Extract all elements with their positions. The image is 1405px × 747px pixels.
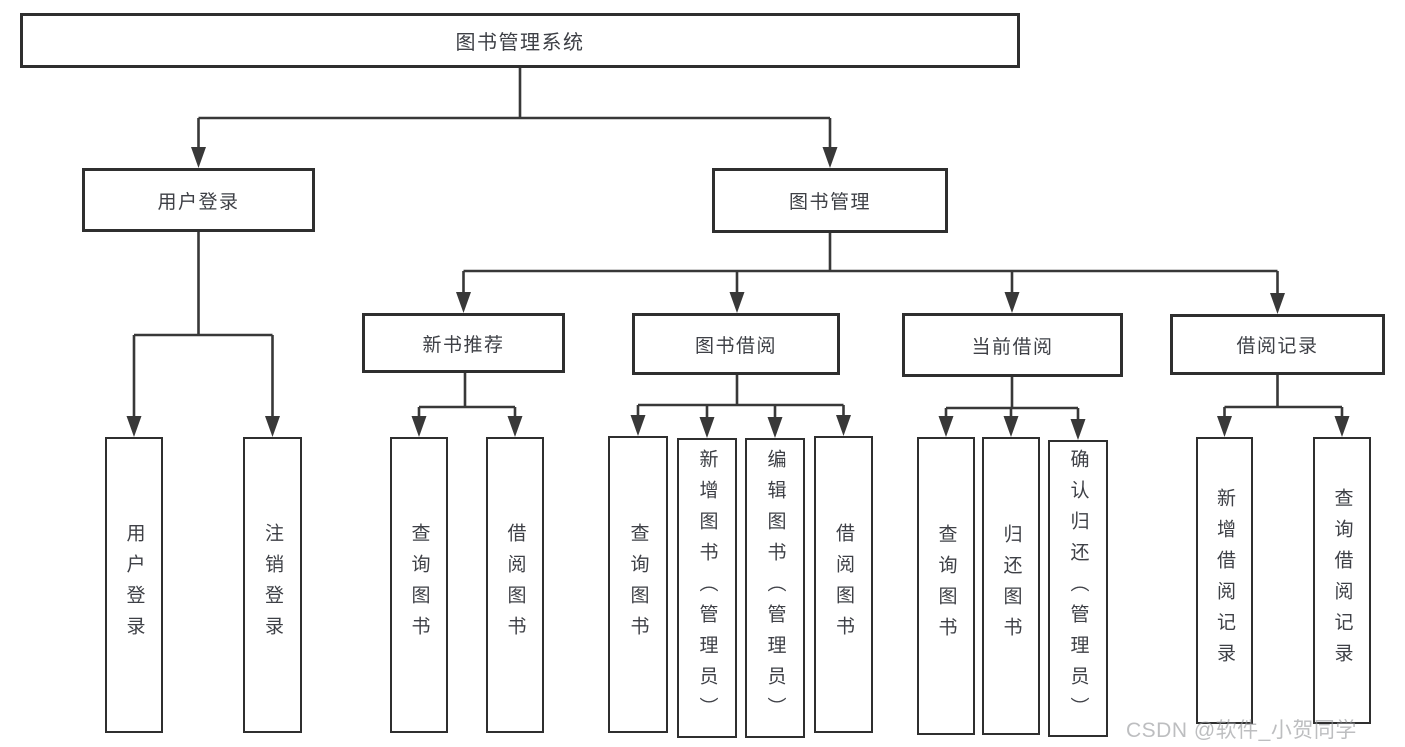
leaf-user-login-label: 用户登录 [123,523,145,647]
connector-elbows [132,68,1344,422]
leaf-query-books-borrowing: 查询图书 [608,436,668,733]
leaf-confirm-return-admin-label: 确认归还（管理员） [1067,449,1089,728]
leaf-borrow-books-recommend: 借阅图书 [486,437,544,733]
leaf-query-borrow-record: 查询借阅记录 [1313,437,1371,724]
leaf-query-books-recommend-label: 查询图书 [408,523,430,647]
node-borrowing-records-label: 借阅记录 [1236,336,1319,357]
node-book-borrowing: 图书借阅 [632,313,840,375]
leaf-edit-books-admin-label: 编辑图书（管理员） [764,448,786,728]
node-library-system: 图书管理系统 [20,13,1020,68]
leaf-confirm-return-admin: 确认归还（管理员） [1048,440,1108,737]
node-new-book-recommendation-label: 新书推荐 [422,334,505,356]
leaf-return-books: 归还图书 [982,437,1040,735]
node-borrowing-records: 借阅记录 [1170,314,1385,375]
leaf-query-books-recommend: 查询图书 [390,437,448,733]
node-book-management: 图书管理 [712,168,948,233]
arrowhead-icon [126,147,1350,440]
leaf-add-borrow-record: 新增借阅记录 [1196,437,1253,724]
leaf-query-borrow-record-label: 查询借阅记录 [1331,487,1353,674]
leaf-add-books-admin: 新增图书（管理员） [677,438,737,738]
node-user-login-group: 用户登录 [82,168,315,232]
leaf-user-login: 用户登录 [105,437,163,733]
node-current-borrowing: 当前借阅 [902,313,1123,377]
leaf-query-books-current: 查询图书 [917,437,975,735]
leaf-borrow-books-recommend-label: 借阅图书 [504,523,526,647]
leaf-edit-books-admin: 编辑图书（管理员） [745,438,805,738]
leaf-logout-label: 注销登录 [262,523,283,647]
leaf-query-books-borrowing-label: 查询图书 [627,522,649,647]
leaf-add-borrow-record-label: 新增借阅记录 [1214,487,1235,674]
node-user-login-group-label: 用户登录 [157,191,240,213]
leaf-add-books-admin-label: 新增图书（管理员） [696,448,718,728]
node-book-management-label: 图书管理 [788,192,871,213]
leaf-logout: 注销登录 [243,437,302,733]
node-new-book-recommendation: 新书推荐 [362,313,565,373]
node-book-borrowing-label: 图书借阅 [694,335,777,357]
leaf-borrow-books-label: 借阅图书 [833,522,854,647]
node-library-system-label: 图书管理系统 [455,32,585,54]
csdn-watermark: CSDN @软件_小贺同学 [1126,719,1357,742]
leaf-return-books-label: 归还图书 [1000,524,1022,648]
node-current-borrowing-label: 当前借阅 [971,336,1054,358]
leaf-borrow-books: 借阅图书 [814,436,873,733]
leaf-query-books-current-label: 查询图书 [935,524,957,648]
